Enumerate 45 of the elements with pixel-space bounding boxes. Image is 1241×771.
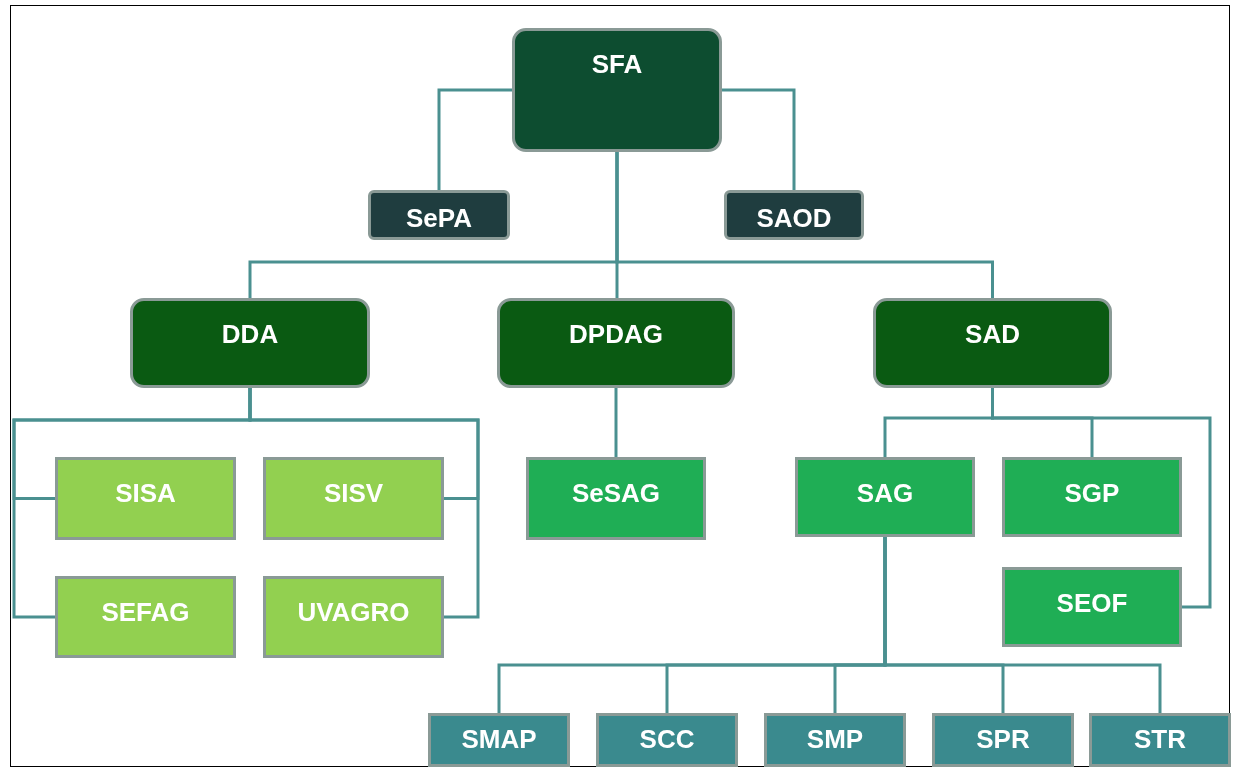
unit-label: SAOD: [756, 203, 832, 235]
connector-line: [722, 88, 796, 190]
org-unit-box: [130, 298, 370, 388]
org-unit-box: [497, 298, 735, 388]
org-unit-box: [526, 457, 706, 540]
connector-line: [437, 88, 512, 190]
connector-line: [248, 388, 480, 619]
connector-line: [991, 388, 1212, 609]
connector-line: [615, 152, 994, 298]
org-unit-box: [932, 713, 1074, 767]
unit-label: SFA: [591, 49, 643, 81]
org-unit-box: [368, 190, 510, 240]
org-unit-box: [428, 713, 570, 767]
unit-label: SCC: [639, 724, 695, 756]
unit-label: SAG: [856, 478, 914, 510]
unit-label: SEFAG: [101, 597, 190, 629]
org-unit-box: [1002, 457, 1182, 537]
org-unit-box: [512, 28, 722, 152]
org-unit-box: [596, 713, 738, 767]
org-unit-box: [1002, 567, 1182, 647]
org-unit-box: [55, 457, 236, 540]
unit-label: DDA: [221, 319, 279, 351]
unit-label: SAD: [965, 319, 1020, 351]
org-unit-box: [263, 576, 444, 658]
unit-label: SMAP: [461, 724, 537, 756]
org-unit-box: [55, 576, 236, 658]
unit-label: SEOF: [1056, 588, 1128, 620]
org-unit-box: [1089, 713, 1231, 767]
org-unit-box: [873, 298, 1112, 388]
unit-label: STR: [1134, 724, 1186, 756]
org-unit-box: [795, 457, 975, 537]
org-unit-box: [724, 190, 864, 240]
unit-label: DPDAG: [569, 319, 663, 351]
connector-line: [883, 537, 1162, 713]
connector-line: [614, 388, 618, 457]
unit-label: SMP: [806, 724, 864, 756]
unit-label: SISA: [115, 478, 176, 510]
org-unit-box: [764, 713, 906, 767]
unit-label: SPR: [976, 724, 1030, 756]
org-unit-box: [263, 457, 444, 540]
unit-label: UVAGRO: [297, 597, 410, 629]
unit-label: SISV: [323, 478, 384, 510]
unit-label: SeSAG: [571, 478, 661, 510]
unit-label: SGP: [1064, 478, 1120, 510]
unit-label: SePA: [406, 203, 472, 235]
